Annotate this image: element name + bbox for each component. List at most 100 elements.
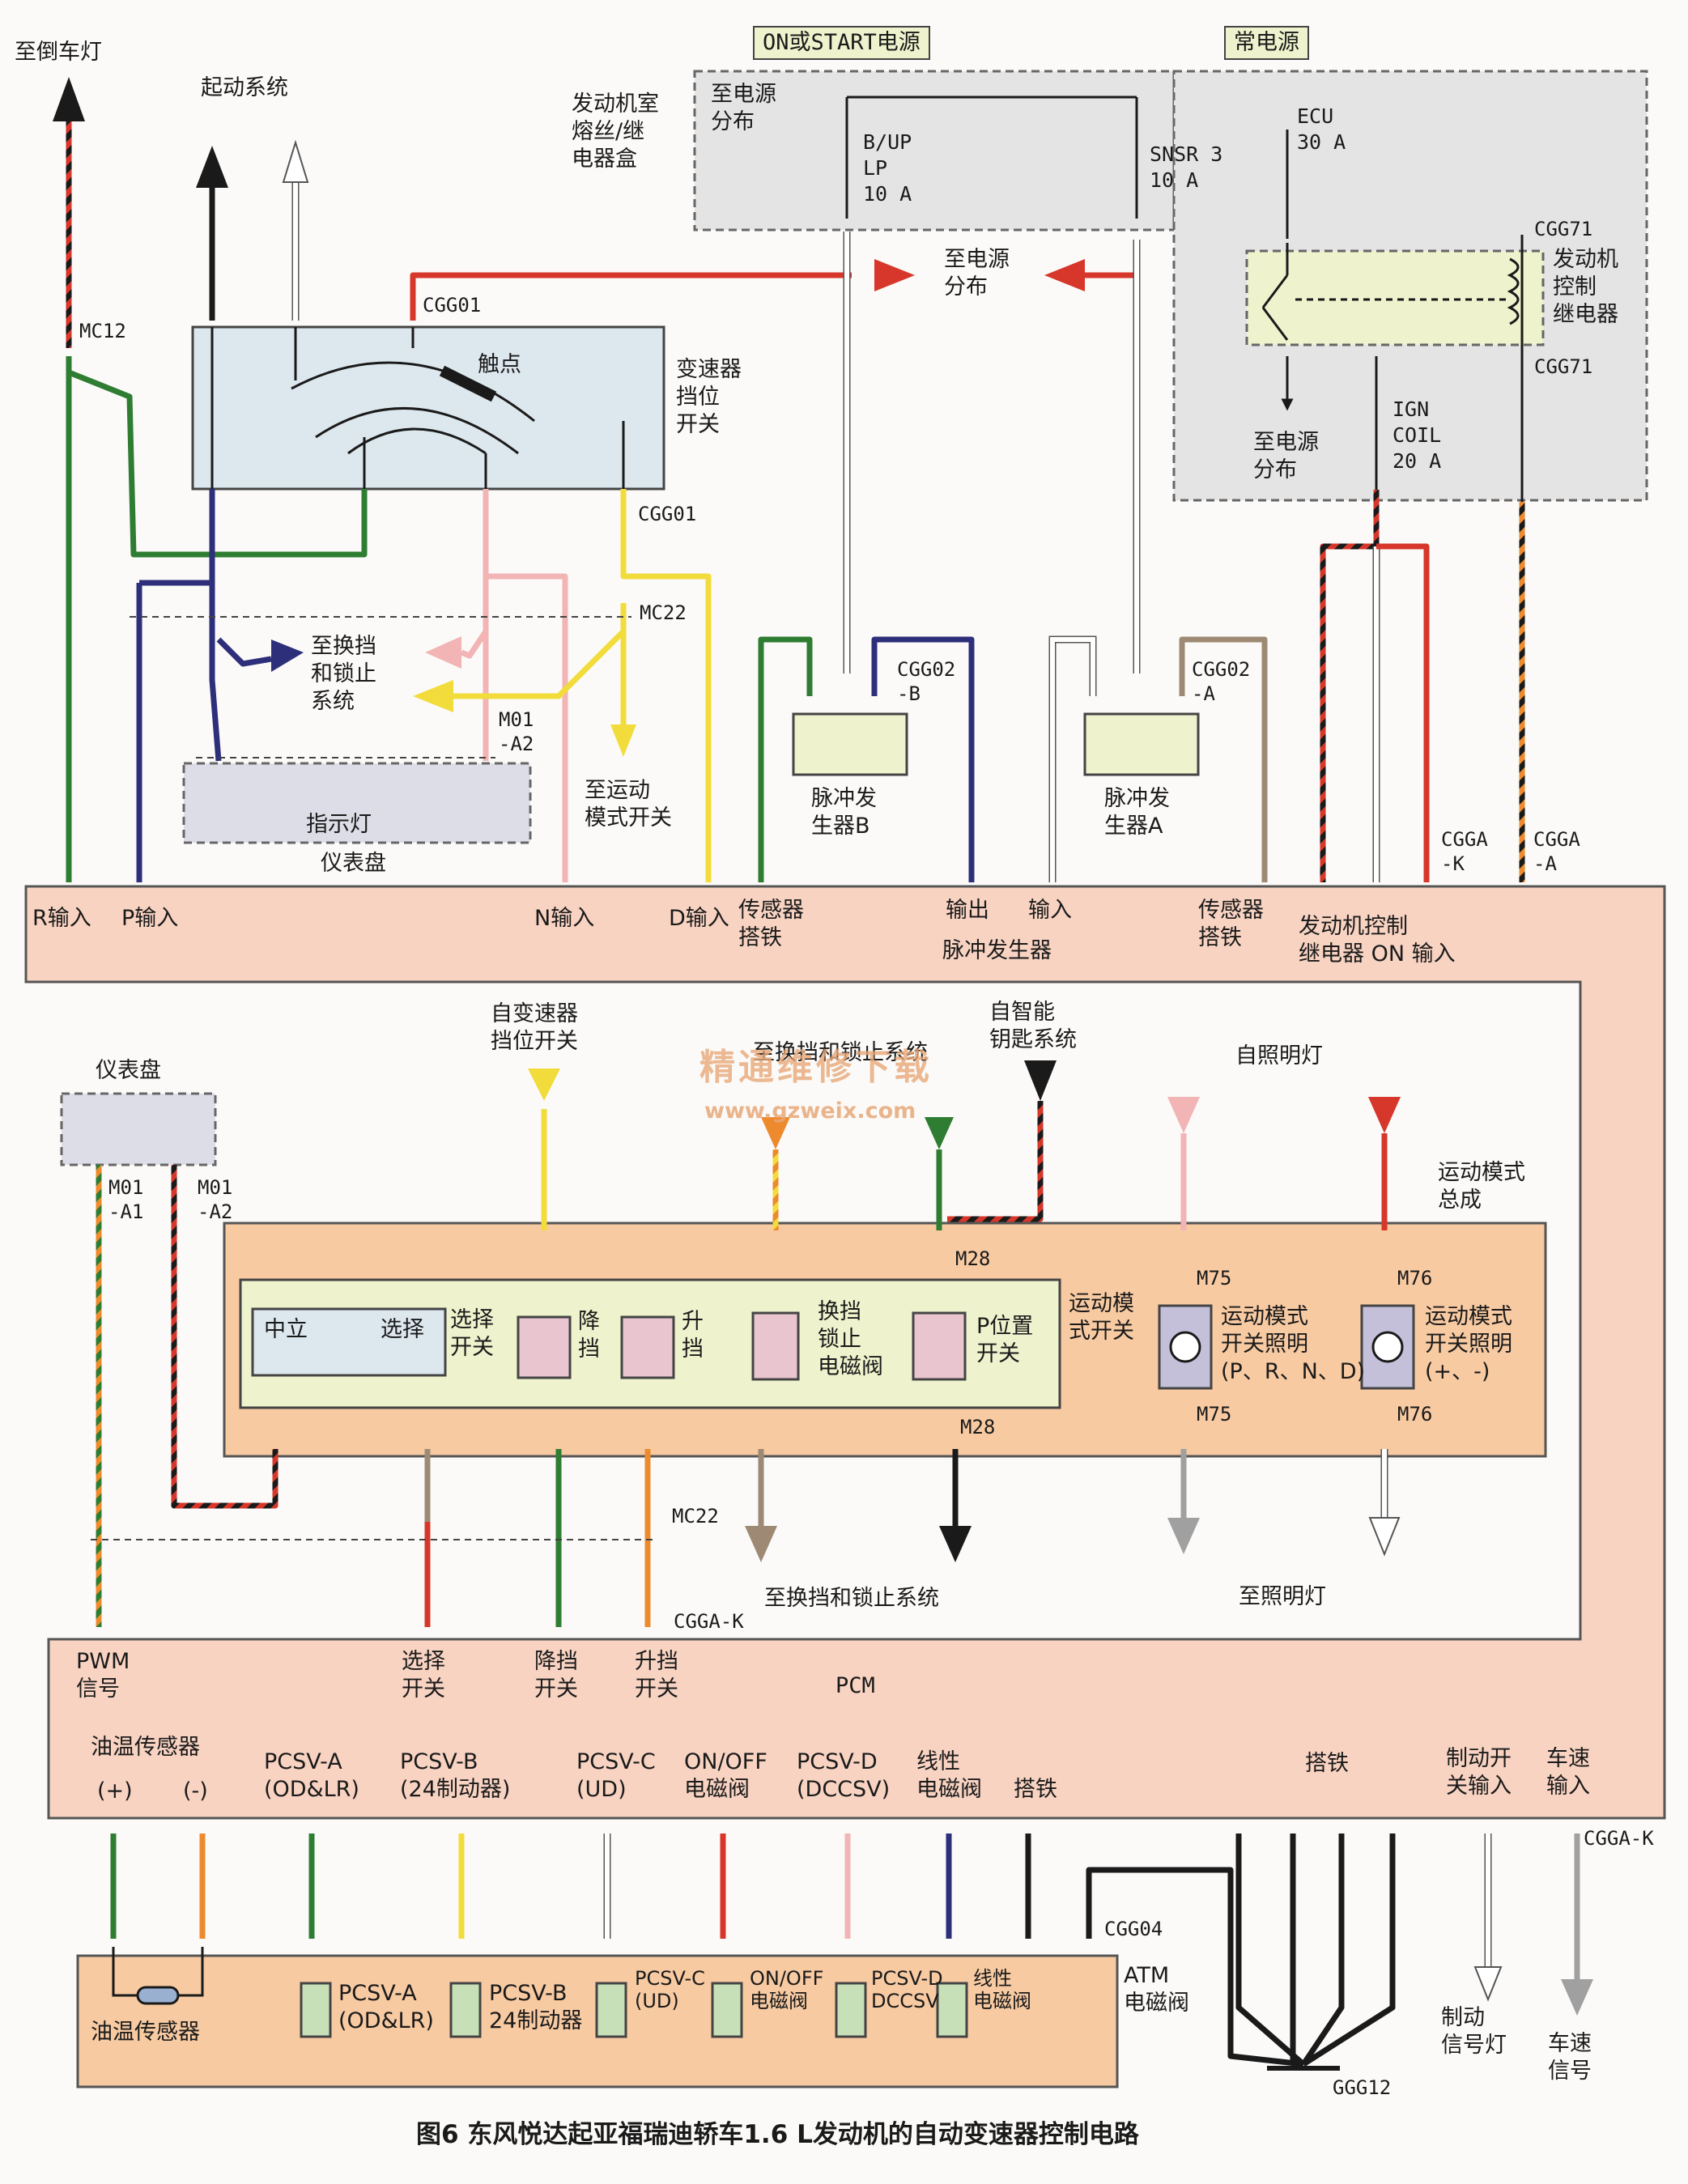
label-oil-temp-sensor: 油温传感器 <box>91 2020 200 2045</box>
pcm-pcsv-d: PCSV-D (DCCSV) <box>797 1749 891 1802</box>
label-cgga-k-top: CGGA -K <box>1441 828 1488 875</box>
label-fuse-ecu: ECU 30 A <box>1297 104 1346 154</box>
label-cgg71-bottom: CGG71 <box>1534 355 1593 378</box>
label-m28-bottom: M28 <box>960 1416 996 1438</box>
bulb-icon <box>1169 1331 1201 1363</box>
label-relay: 发动机 控制 继电器 <box>1553 247 1618 327</box>
label-sport-light-2: 运动模式 开关照明 (+、-) <box>1425 1304 1512 1384</box>
label-fuse-snsr: SNSR 3 10 A <box>1150 142 1223 192</box>
select-switch-box <box>251 1307 447 1377</box>
pcm-pwm-signal: PWM 信号 <box>76 1649 130 1702</box>
relay-box <box>1245 249 1545 346</box>
downshift-switch-box <box>517 1315 572 1379</box>
constant-power-box: 常电源 <box>1224 26 1309 60</box>
bulb-icon <box>1371 1331 1404 1363</box>
indicator-box <box>182 762 532 844</box>
relay-symbol <box>1261 243 1524 341</box>
label-to-power-2: 至电源 分布 <box>944 247 1010 300</box>
pcm-sensor-ground-2: 传感器 搭铁 <box>1198 898 1264 950</box>
label-m01a1: M01 -A1 <box>108 1176 144 1223</box>
pulse-generator-b <box>792 712 908 776</box>
label-to-sport-switch: 至运动 模式开关 <box>585 778 672 831</box>
label-ggg12: GGG12 <box>1333 2076 1392 2099</box>
upshift-switch-box <box>620 1315 675 1379</box>
label-cgg04: CGG04 <box>1104 1918 1163 1940</box>
label-contact: 触点 <box>478 352 521 377</box>
pcm-pulse-generator: 脉冲发生器 <box>942 938 1052 963</box>
pcm-up-switch: 升挡 开关 <box>635 1649 678 1702</box>
pcm-oil-minus: (-) <box>183 1778 208 1804</box>
label-select-switch: 选择 开关 <box>450 1307 494 1360</box>
figure-caption: 图6 东风悦达起亚福瑞迪轿车1.6 L发动机的自动变速器控制电路 <box>416 2120 1139 2149</box>
label-pcsv-b: PCSV-B 24制动器 <box>489 1981 583 2033</box>
pcm-pcsv-c: PCSV-C (UD) <box>576 1749 656 1802</box>
label-cgg01-bottom: CGG01 <box>638 503 697 525</box>
cluster-box-mid <box>60 1092 217 1166</box>
label-pcsv-a: PCSV-A (OD&LR) <box>338 1981 434 2033</box>
label-mc22-mid: MC22 <box>672 1505 719 1528</box>
label-fuse-ign: IGN COIL 20 A <box>1392 397 1442 473</box>
oil-temp-sensor-symbol <box>112 1947 204 2005</box>
label-shift-lock-valve: 换挡 锁止 电磁阀 <box>818 1299 883 1379</box>
label-inhibitor-switch: 变速器 挡位 开关 <box>676 357 742 437</box>
pcm-sensor-ground-1: 传感器 搭铁 <box>738 898 804 950</box>
pcm-p-input: P输入 <box>121 906 179 931</box>
pcm-linear-valve: 线性 电磁阀 <box>916 1749 982 1802</box>
label-mc22-top: MC22 <box>640 601 687 624</box>
pcm-oil-plus: (+) <box>97 1778 133 1804</box>
label-speed-signal: 车速 信号 <box>1548 2031 1592 2084</box>
inhibitor-switch-box <box>191 325 665 491</box>
pcm-pcsv-b: PCSV-B (24制动器) <box>400 1749 511 1802</box>
label-fuse-bup: B/UP LP 10 A <box>863 130 912 206</box>
label-upshift: 升 挡 <box>682 1309 704 1362</box>
label-m01a2-mid: M01 -A2 <box>198 1176 233 1223</box>
label-cgga-a-top: CGGA -A <box>1533 828 1580 875</box>
label-downshift: 降 挡 <box>578 1309 600 1362</box>
label-sport-light-1: 运动模式 开关照明 (P、R、N、D) <box>1221 1304 1366 1384</box>
label-cgg01-top: CGG01 <box>423 294 482 317</box>
shift-lock-valve-box <box>751 1311 800 1381</box>
on-start-power-box: ON或START电源 <box>753 26 930 60</box>
label-p-pos-switch: P位置 开关 <box>976 1314 1034 1366</box>
label-to-power-3: 至电源 分布 <box>1253 430 1319 482</box>
label-to-shift-lock-mid: 至换挡和锁止系统 <box>753 1040 928 1065</box>
pcm-pcsv-a: PCSV-A (OD&LR) <box>264 1749 359 1802</box>
label-indicator: 指示灯 <box>306 812 372 837</box>
pcm-band <box>24 885 1666 1820</box>
pcm-r-input: R输入 <box>32 906 91 931</box>
pcm-title: PCM <box>835 1673 875 1698</box>
solenoids <box>300 1982 968 2038</box>
label-sport-assy: 运动模式 总成 <box>1438 1160 1525 1213</box>
label-reverse-lamp: 至倒车灯 <box>15 40 102 65</box>
label-onoff-valve: ON/OFF 电磁阀 <box>750 1967 824 2012</box>
pcm-ground-1: 搭铁 <box>1014 1777 1057 1802</box>
pcm-d-input: D输入 <box>669 906 729 931</box>
watermark-url: www.gzweix.com <box>704 1098 916 1124</box>
label-from-lighting: 自照明灯 <box>1235 1043 1323 1069</box>
p-position-switch-box <box>912 1311 967 1381</box>
label-m76-bottom: M76 <box>1397 1403 1433 1426</box>
label-cluster-mid: 仪表盘 <box>96 1058 161 1083</box>
label-from-inhibitor: 自变速器 挡位开关 <box>491 1001 578 1054</box>
label-cgg71-top: CGG71 <box>1534 218 1593 240</box>
label-fuse-box: 发动机室 熔丝/继 电器盒 <box>572 91 659 172</box>
label-sport-switch: 运动模 式开关 <box>1069 1291 1134 1344</box>
label-to-lighting: 至照明灯 <box>1239 1584 1326 1609</box>
label-m28-top: M28 <box>955 1247 991 1270</box>
label-linear-valve: 线性 电磁阀 <box>973 1967 1031 2012</box>
label-starting-system: 起动系统 <box>201 75 288 100</box>
pulse-generator-a <box>1083 712 1200 776</box>
label-cluster-top: 仪表盘 <box>321 851 386 876</box>
label-mc12: MC12 <box>79 320 126 342</box>
label-cgga-k-mid: CGGA-K <box>674 1610 744 1633</box>
pcm-output: 输出 <box>946 898 989 923</box>
pcm-select-switch: 选择 开关 <box>402 1649 445 1702</box>
label-neutral: 中立 <box>264 1317 308 1342</box>
label-from-smart-key: 自智能 钥匙系统 <box>989 1000 1077 1052</box>
pcm-down-switch: 降挡 开关 <box>534 1649 578 1702</box>
pcm-input: 输入 <box>1028 898 1072 923</box>
label-pulse-a: 脉冲发 生器A <box>1104 786 1170 839</box>
label-cgga-k-bottom: CGGA-K <box>1584 1827 1654 1850</box>
label-brake-lamp: 制动 信号灯 <box>1441 2005 1507 2058</box>
